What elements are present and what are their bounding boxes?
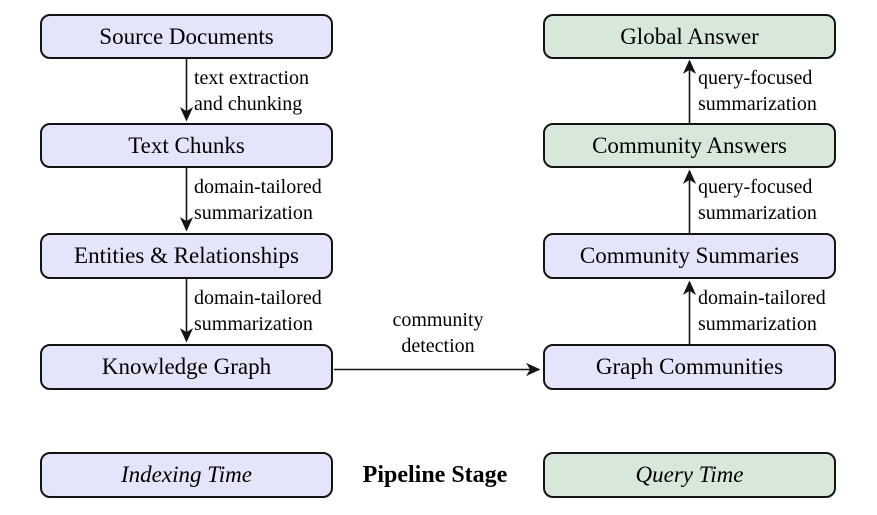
node-graph-communities: Graph Communities	[543, 344, 836, 390]
legend-query-time: Query Time	[543, 452, 836, 498]
edge-label-query-summarization-1: query-focused summarization	[698, 174, 817, 226]
node-label: Community Summaries	[579, 243, 800, 268]
node-knowledge-graph: Knowledge Graph	[40, 344, 333, 390]
node-label: Community Answers	[592, 132, 787, 158]
node-source-documents: Source Documents	[40, 14, 333, 59]
legend-label: Indexing Time	[121, 462, 252, 487]
node-label: Source Documents	[99, 23, 274, 49]
legend-title-label: Pipeline Stage	[362, 461, 508, 488]
node-label: Text Chunks	[128, 132, 245, 158]
edge-label-line: domain-tailored	[194, 287, 322, 309]
legend-pipeline-stage-title: Pipeline Stage	[333, 452, 537, 498]
node-label: Graph Communities	[595, 354, 784, 379]
edge-label-line: summarization	[698, 202, 817, 224]
edge-label-query-summarization-2: query-focused summarization	[698, 65, 817, 117]
edge-label-community-detection: community detection	[348, 307, 528, 359]
edge-label-line: query-focused	[698, 176, 813, 198]
legend-label: Query Time	[635, 462, 744, 487]
edge-label-line: summarization	[194, 202, 313, 224]
edge-label-domain-summarization-1: domain-tailored summarization	[194, 174, 322, 226]
edge-label-line: community	[392, 309, 484, 331]
edge-label-domain-summarization-2: domain-tailored summarization	[194, 285, 322, 337]
edge-label-line: summarization	[698, 93, 817, 115]
edge-label-text-extraction: text extraction and chunking	[194, 65, 309, 117]
edge-label-line: summarization	[194, 313, 313, 335]
legend-indexing-time: Indexing Time	[40, 452, 333, 498]
edge-label-line: text extraction	[194, 67, 309, 89]
edge-label-line: domain-tailored	[698, 287, 826, 309]
edge-label-line: query-focused	[698, 67, 813, 89]
edge-label-line: summarization	[698, 313, 817, 335]
edge-label-line: and chunking	[194, 93, 303, 115]
node-text-chunks: Text Chunks	[40, 123, 333, 168]
node-label: Knowledge Graph	[101, 354, 272, 379]
node-label: Entities & Relationships	[74, 243, 299, 268]
edge-label-domain-summarization-3: domain-tailored summarization	[698, 285, 826, 337]
edge-label-line: domain-tailored	[194, 176, 322, 198]
node-entities-relationships: Entities & Relationships	[40, 233, 333, 279]
node-label: Global Answer	[620, 23, 759, 49]
node-community-summaries: Community Summaries	[543, 233, 836, 279]
edge-label-line: detection	[401, 335, 475, 357]
node-community-answers: Community Answers	[543, 123, 836, 168]
node-global-answer: Global Answer	[543, 14, 836, 59]
